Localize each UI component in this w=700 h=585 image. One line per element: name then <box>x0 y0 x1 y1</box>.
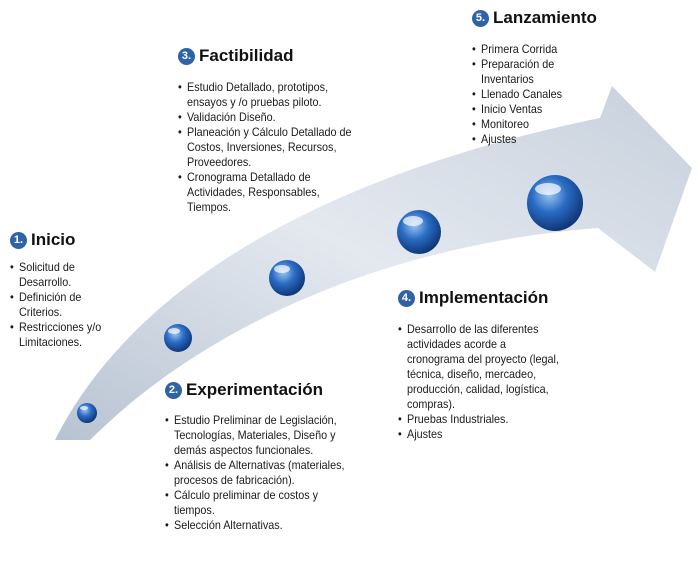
list-item: Planeación y Cálculo Detallado de Costos… <box>178 125 363 170</box>
stage-title: 4.Implementación <box>398 288 588 308</box>
list-item: Pruebas Industriales. <box>398 412 560 427</box>
number-badge: 4. <box>398 289 415 307</box>
stage-implementacion: 4.Implementación Desarrollo de las difer… <box>398 288 588 442</box>
list-item: Restricciones y/o Limitaciones. <box>10 320 123 350</box>
list-item: Cronograma Detallado de Actividades, Res… <box>178 170 363 215</box>
number-badge: 2. <box>165 381 182 399</box>
sphere-1 <box>77 403 97 423</box>
stage-inicio: 1.Inicio Solicitud de Desarrollo. Defini… <box>10 230 140 350</box>
list-item: Desarrollo de las diferentes actividades… <box>398 322 560 412</box>
list-item: Análisis de Alternativas (materiales, pr… <box>165 458 345 488</box>
stage-lanzamiento: 5.Lanzamiento Primera Corrida Preparació… <box>472 8 652 147</box>
sphere-4 <box>397 210 441 254</box>
list-item: Cálculo preliminar de costos y tiempos. <box>165 488 345 518</box>
number-badge: 3. <box>178 47 195 65</box>
arrow-shape <box>55 86 692 440</box>
list-item: Solicitud de Desarrollo. <box>10 260 123 290</box>
list-item: Preparación de Inventarios <box>472 57 580 87</box>
list-item: Definición de Criterios. <box>10 290 123 320</box>
sphere-5 <box>527 175 583 231</box>
stage-experimentacion: 2.Experimentación Estudio Preliminar de … <box>165 380 365 533</box>
stage-title: 2.Experimentación <box>165 380 365 400</box>
stage-list: Primera Corrida Preparación de Inventari… <box>472 42 580 147</box>
sphere-2 <box>164 324 192 352</box>
list-item: Selección Alternativas. <box>165 518 345 533</box>
list-item: Estudio Detallado, prototipos, ensayos y… <box>178 80 363 110</box>
stage-list: Desarrollo de las diferentes actividades… <box>398 322 560 442</box>
list-item: Inicio Ventas <box>472 102 580 117</box>
number-badge: 5. <box>472 9 489 27</box>
stage-title: 3.Factibilidad <box>178 46 378 66</box>
list-item: Llenado Canales <box>472 87 580 102</box>
stage-title: 5.Lanzamiento <box>472 8 652 28</box>
stage-list: Estudio Preliminar de Legislación, Tecno… <box>165 413 345 533</box>
list-item: Ajustes <box>472 132 580 147</box>
list-item: Monitoreo <box>472 117 580 132</box>
stage-list: Solicitud de Desarrollo. Definición de C… <box>10 260 123 350</box>
stage-factibilidad: 3.Factibilidad Estudio Detallado, protot… <box>178 46 378 215</box>
spheres <box>77 175 583 423</box>
list-item: Estudio Preliminar de Legislación, Tecno… <box>165 413 345 458</box>
stage-title: 1.Inicio <box>10 230 140 250</box>
list-item: Ajustes <box>398 427 560 442</box>
sphere-3 <box>269 260 305 296</box>
list-item: Validación Diseño. <box>178 110 363 125</box>
list-item: Primera Corrida <box>472 42 580 57</box>
number-badge: 1. <box>10 231 27 249</box>
stage-list: Estudio Detallado, prototipos, ensayos y… <box>178 80 363 215</box>
